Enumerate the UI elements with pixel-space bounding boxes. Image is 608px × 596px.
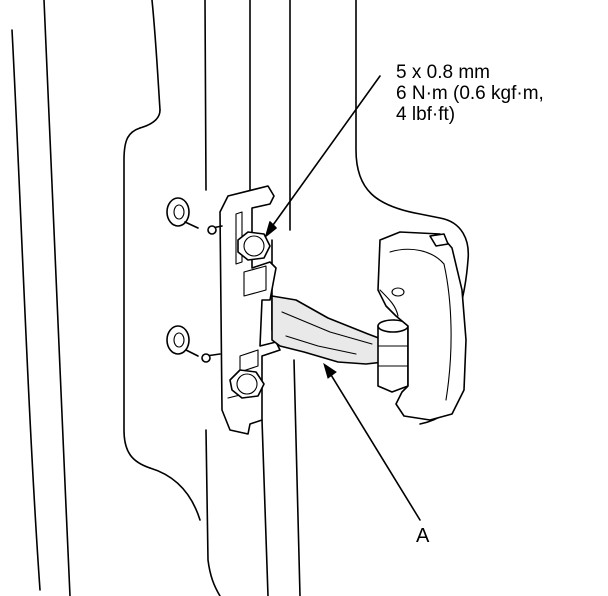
door-hinge-half — [377, 231, 467, 421]
fastener-torque: 6 N·m (0.6 kgf·m, — [396, 83, 544, 104]
door-panel-outline — [11, 0, 221, 596]
leader-lines — [265, 75, 421, 521]
hinge-arm — [271, 295, 385, 365]
bolt-hole-lower — [166, 325, 199, 357]
arrowhead-arm — [323, 362, 337, 379]
hinge-knuckle — [377, 319, 409, 393]
fastener-torque-imperial: 4 lbf·ft) — [396, 104, 456, 125]
hinge-bolt-upper — [237, 231, 271, 261]
bolt-hole-upper — [166, 197, 199, 229]
fastener-spec-label: 5 x 0.8 mm 6 N·m (0.6 kgf·m, 4 lbf·ft) — [396, 62, 544, 125]
arrowhead-bolt — [265, 221, 277, 237]
fastener-size: 5 x 0.8 mm — [396, 62, 490, 83]
hinge-bracket — [201, 185, 281, 435]
hinge-bolt-lower — [229, 369, 265, 399]
callout-a-label: A — [416, 525, 430, 547]
